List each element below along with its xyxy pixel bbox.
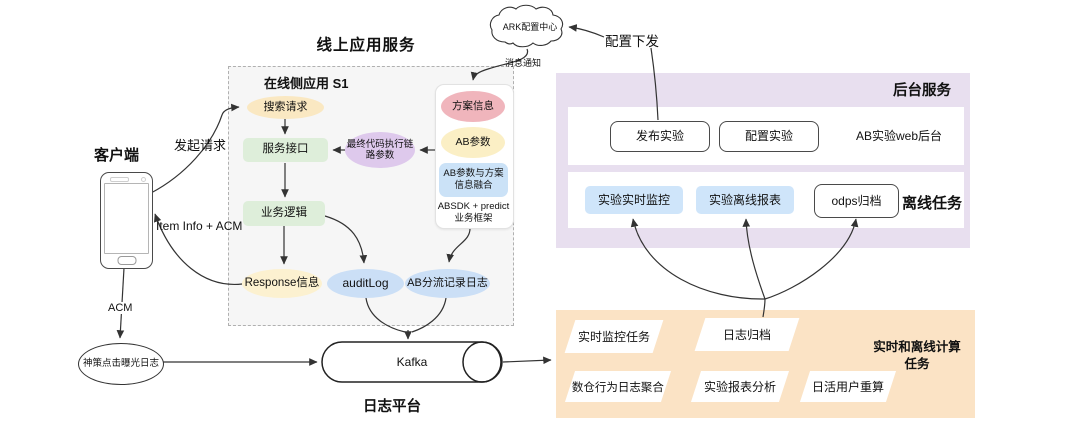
kafka-label: Kafka <box>396 355 428 369</box>
task-dau-recompute: 日活用户重算 <box>799 371 897 402</box>
label-message-notify: 消息通知 <box>505 58 542 68</box>
client-title: 客户端 <box>94 147 140 164</box>
node-odps-archive: odps归档 <box>814 184 899 218</box>
task-rt-monitoring: 实时监控任务 <box>564 320 664 353</box>
backend-service-title: 后台服务 <box>893 83 951 99</box>
label-config-push: 配置下发 <box>605 34 659 49</box>
compute-region-title: 实时和离线计算任务 <box>873 339 961 372</box>
label-ark-center: ARK配置中心 <box>502 21 558 32</box>
label-ab-web-backend: AB实验web后台 <box>855 128 943 143</box>
node-business-logic: 业务逻辑 <box>243 201 325 226</box>
phone-speaker <box>110 177 129 182</box>
task-log-archive: 日志归档 <box>694 318 800 351</box>
phone-camera <box>141 177 146 182</box>
task-warehouse-log-merge: 数仓行为日志聚合 <box>564 371 672 402</box>
smartphone-icon <box>100 172 153 269</box>
node-rt-monitor: 实验实时监控 <box>585 186 683 214</box>
label-item-info-acm: Item Info + ACM <box>156 219 243 233</box>
node-audit-log: auditLog <box>327 269 404 298</box>
label-absdk-framework: ABSDK + predict业务框架 <box>437 201 510 224</box>
task-report-analysis: 实验报表分析 <box>690 371 790 402</box>
online-service-title: 线上应用服务 <box>316 37 416 54</box>
edge-configpush-to-ark <box>568 24 605 38</box>
node-plan-info: 方案信息 <box>441 91 505 122</box>
node-offline-report: 实验离线报表 <box>696 186 794 214</box>
offline-task-title: 离线任务 <box>902 195 963 212</box>
node-ab-split-log: AB分流记录日志 <box>405 269 490 298</box>
node-ab-merge: AB参数与方案信息融合 <box>439 163 508 197</box>
node-sensors-click-log: 神策点击曝光日志 <box>78 343 164 385</box>
node-response-info: Response信息 <box>242 269 322 298</box>
node-ab-params: AB参数 <box>441 127 505 158</box>
publish-experiment-button: 发布实验 <box>610 121 710 152</box>
online-app-box-title: 在线侧应用 S1 <box>264 76 349 91</box>
node-service-interface: 服务接口 <box>243 138 328 162</box>
configure-experiment-button: 配置实验 <box>719 121 819 152</box>
node-search-request: 搜索请求 <box>247 96 324 119</box>
node-final-params: 最终代码执行链路参数 <box>345 132 415 168</box>
label-initiate-request: 发起请求 <box>174 138 227 153</box>
edge-kafka-to-compute <box>502 356 552 365</box>
phone-screen <box>104 183 149 254</box>
label-acm: ACM <box>106 302 135 314</box>
phone-home-button <box>117 256 136 265</box>
log-platform-title: 日志平台 <box>363 398 421 415</box>
